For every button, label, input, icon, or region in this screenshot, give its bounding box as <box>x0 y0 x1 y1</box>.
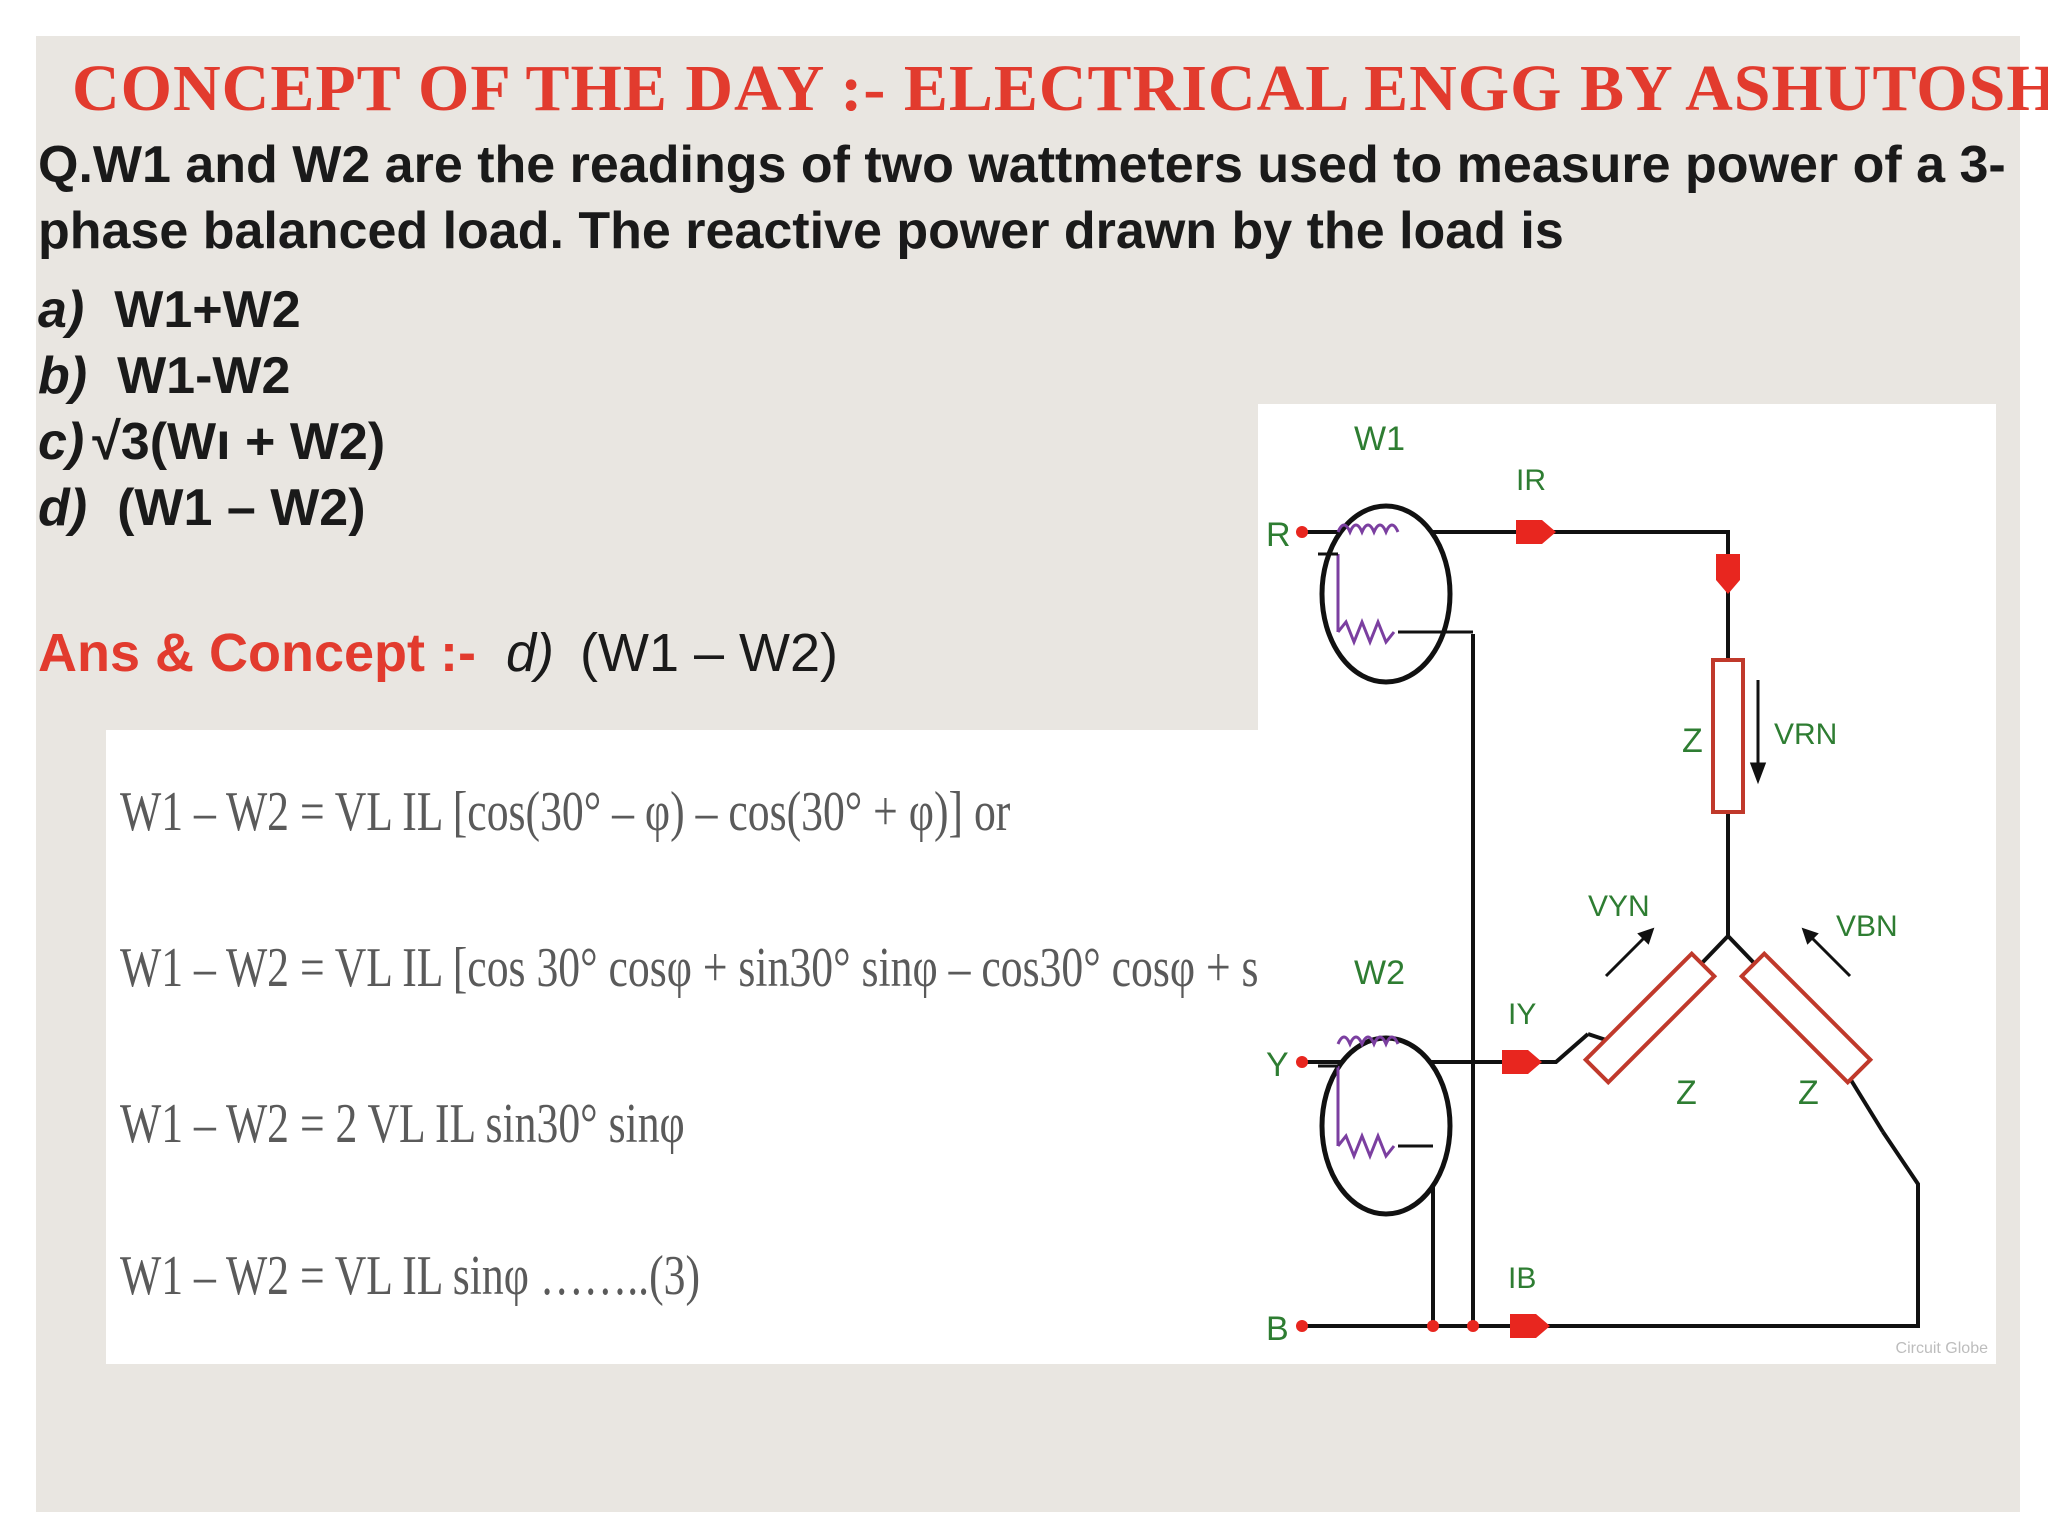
option-text: W1-W2 <box>117 347 291 405</box>
option-text: W1+W2 <box>114 281 301 339</box>
ib-label: IB <box>1508 1262 1536 1295</box>
circuit-labels: W1 W2 R Y B IR IY IB VRN VYN VBN Z Z Z <box>1266 420 1898 1348</box>
vrn-label: VRN <box>1774 718 1837 751</box>
vbn-label: VBN <box>1836 910 1898 943</box>
watermark: Circuit Globe <box>1895 1340 1988 1357</box>
option-text: √3(Wı + W2) <box>92 413 386 471</box>
current-arrows <box>1502 520 1740 1338</box>
page-title: Concept of the day :- Electrical Engg by… <box>72 52 2048 125</box>
z-label-y: Z <box>1676 1074 1697 1112</box>
answer-label: Ans & Concept :- <box>38 623 476 683</box>
option-letter: b) <box>38 347 88 405</box>
voltage-arrows <box>1604 680 1852 978</box>
question-text: Q.W1 and W2 are the readings of two watt… <box>38 136 2006 260</box>
formula-1: W1 – W2 = VL IL [cos(30° – φ) – cos(30° … <box>120 781 1011 843</box>
option-letter: c) <box>38 413 85 471</box>
option-a: a) W1+W2 <box>38 280 301 340</box>
iy-label: IY <box>1508 998 1536 1031</box>
formula-4: W1 – W2 = VL IL sinφ ……..(3) <box>120 1245 701 1307</box>
w2-label: W2 <box>1354 954 1405 992</box>
ir-label: IR <box>1516 464 1546 497</box>
w1-label: W1 <box>1354 420 1405 458</box>
b-terminal-label: B <box>1266 1310 1289 1348</box>
z-label-b: Z <box>1798 1074 1819 1112</box>
formula-panel: W1 – W2 = VL IL [cos(30° – φ) – cos(30° … <box>106 730 1514 1364</box>
option-letter: a) <box>38 281 85 339</box>
circuit-diagram: W1 W2 R Y B IR IY IB VRN VYN VBN Z Z Z C… <box>1258 404 1996 1364</box>
option-d: d) (W1 – W2) <box>38 478 366 538</box>
answer-line: Ans & Concept :- d) (W1 – W2) <box>38 622 838 684</box>
vyn-label: VYN <box>1588 890 1650 923</box>
impedance-b <box>1738 950 1874 1086</box>
y-terminal-label: Y <box>1266 1046 1289 1084</box>
wattmeter-2 <box>1319 1035 1453 1217</box>
coil-icon <box>1336 523 1400 1161</box>
z-label-r: Z <box>1682 722 1703 760</box>
option-c: c)√3(Wı + W2) <box>38 412 385 472</box>
wattmeter-leads <box>1318 552 1473 1148</box>
answer-text: (W1 – W2) <box>580 623 839 683</box>
option-b: b) W1-W2 <box>38 346 290 406</box>
answer-letter: d) <box>506 623 555 683</box>
option-text: (W1 – W2) <box>117 479 366 537</box>
formula-3: W1 – W2 = 2 VL IL sin30° sinφ <box>120 1093 685 1155</box>
r-terminal-label: R <box>1266 516 1291 554</box>
terminal-dots <box>1296 526 1479 1332</box>
impedance-y <box>1582 950 1718 1086</box>
impedance-r <box>1711 658 1745 814</box>
slide: Concept of the day :- Electrical Engg by… <box>36 36 2048 1512</box>
circuit-svg: W1 W2 R Y B IR IY IB VRN VYN VBN Z Z Z <box>1266 420 1920 1348</box>
option-letter: d) <box>38 479 88 537</box>
